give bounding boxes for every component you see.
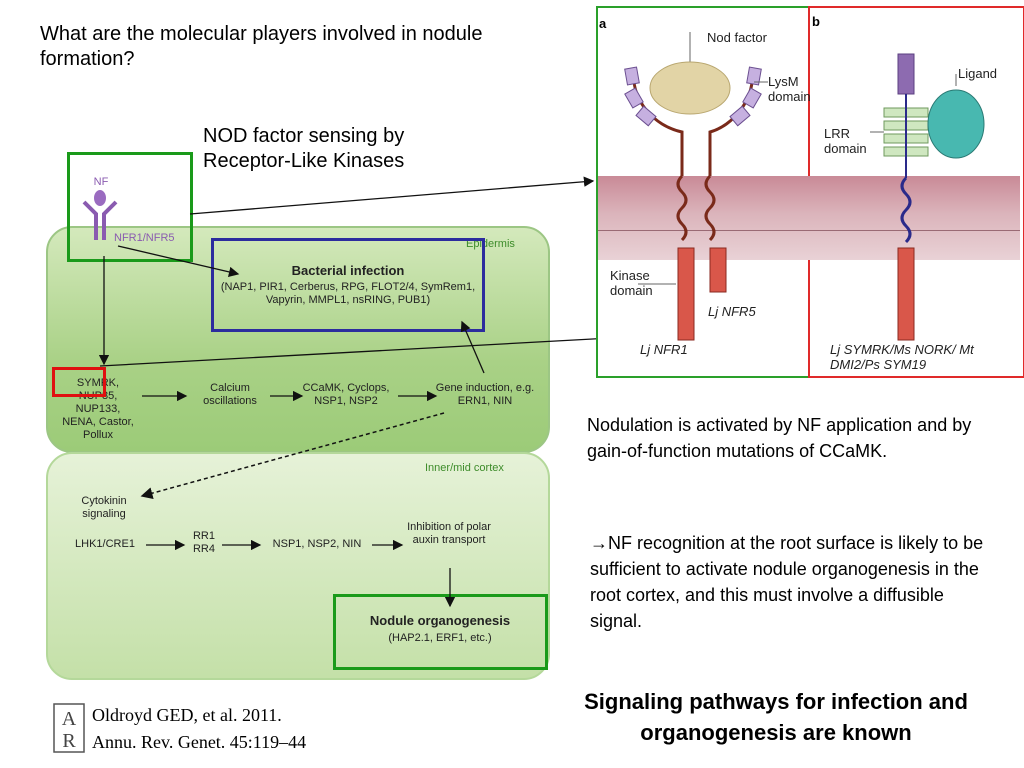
citation-line-1: Oldroyd GED, et al. 2011. [92, 705, 282, 725]
epidermis-panel [46, 226, 550, 453]
lysm-domain-label: LysM domain [768, 74, 811, 104]
lrr-domain-label: LRR domain [824, 126, 867, 156]
gene-induction: Gene induction, e.g. ERN1, NIN [435, 382, 535, 407]
annual-reviews-logo: A R [53, 703, 85, 753]
svg-text:R: R [62, 730, 76, 752]
symrk-label: Lj SYMRK/Ms NORK/ Mt DMI2/Ps SYM19 [830, 342, 974, 372]
nodule-organogenesis-players: (HAP2.1, ERF1, etc.) [388, 632, 492, 644]
membrane-line [598, 230, 1020, 231]
cortex-label: Inner/mid cortex [425, 462, 504, 474]
nod-factor-label: Nod factor [707, 30, 767, 45]
bacterial-infection-title: Bacterial infection [291, 263, 405, 278]
nfr1-nfr5-label: NFR1/NFR5 [114, 232, 175, 244]
nf-label: NF [93, 176, 109, 188]
nodule-organogenesis-title: Nodule organogenesis [369, 613, 511, 628]
auxin-inhibition: Inhibition of polar auxin transport [407, 521, 491, 546]
rr1-rr4: RR1 RR4 [192, 530, 215, 555]
nfr1-label: Lj NFR1 [640, 342, 688, 357]
cytokinin-signaling: Cytokinin signaling [81, 495, 127, 520]
nfr-receptor-illustration [624, 32, 768, 341]
bacterial-infection-highlight-box [211, 238, 485, 332]
epidermis-label: Epidermis [466, 238, 515, 250]
ligand-label: Ligand [958, 66, 998, 81]
bacterial-infection-players: (NAP1, PIR1, Cerberus, RPG, FLOT2/4, Sym… [220, 281, 476, 306]
panel-a-label: a [599, 16, 607, 31]
nodulation-activation-note: Nodulation is activated by NF applicatio… [587, 415, 972, 461]
nf-receptor-highlight-box [67, 152, 193, 262]
slide-title: What are the molecular players involved … [40, 23, 483, 70]
citation-line-2: Annu. Rev. Genet. 45:119–44 [92, 732, 307, 752]
nfr5-label: Lj NFR5 [708, 304, 756, 319]
kinase-domain-label: Kinase domain [610, 268, 653, 298]
symrk-highlight-box [52, 367, 106, 397]
lhk1-cre1: LHK1/CRE1 [75, 538, 135, 550]
nf-receptor-icon [82, 190, 118, 240]
citation: Oldroyd GED, et al. 2011. Annu. Rev. Gen… [92, 702, 306, 756]
plasma-membrane-band [598, 176, 1020, 260]
symrk-receptor-illustration [870, 53, 985, 341]
nsp-nin: NSP1, NSP2, NIN [272, 538, 362, 550]
nf-recognition-note: →NF recognition at the root surface is l… [590, 533, 984, 631]
conclusion-text: Signaling pathways for infection and org… [584, 689, 968, 745]
svg-text:A: A [62, 708, 77, 730]
nod-factor-sensing-label: NOD factor sensing by Receptor-Like Kina… [203, 125, 405, 172]
panel-b-label: b [812, 14, 820, 29]
organogenesis-highlight-box [333, 594, 548, 670]
ccamk-group: CCaMK, Cyclops, NSP1, NSP2 [302, 382, 390, 407]
calcium-oscillations: Calcium oscillations [203, 382, 257, 407]
cortex-panel [46, 452, 550, 680]
